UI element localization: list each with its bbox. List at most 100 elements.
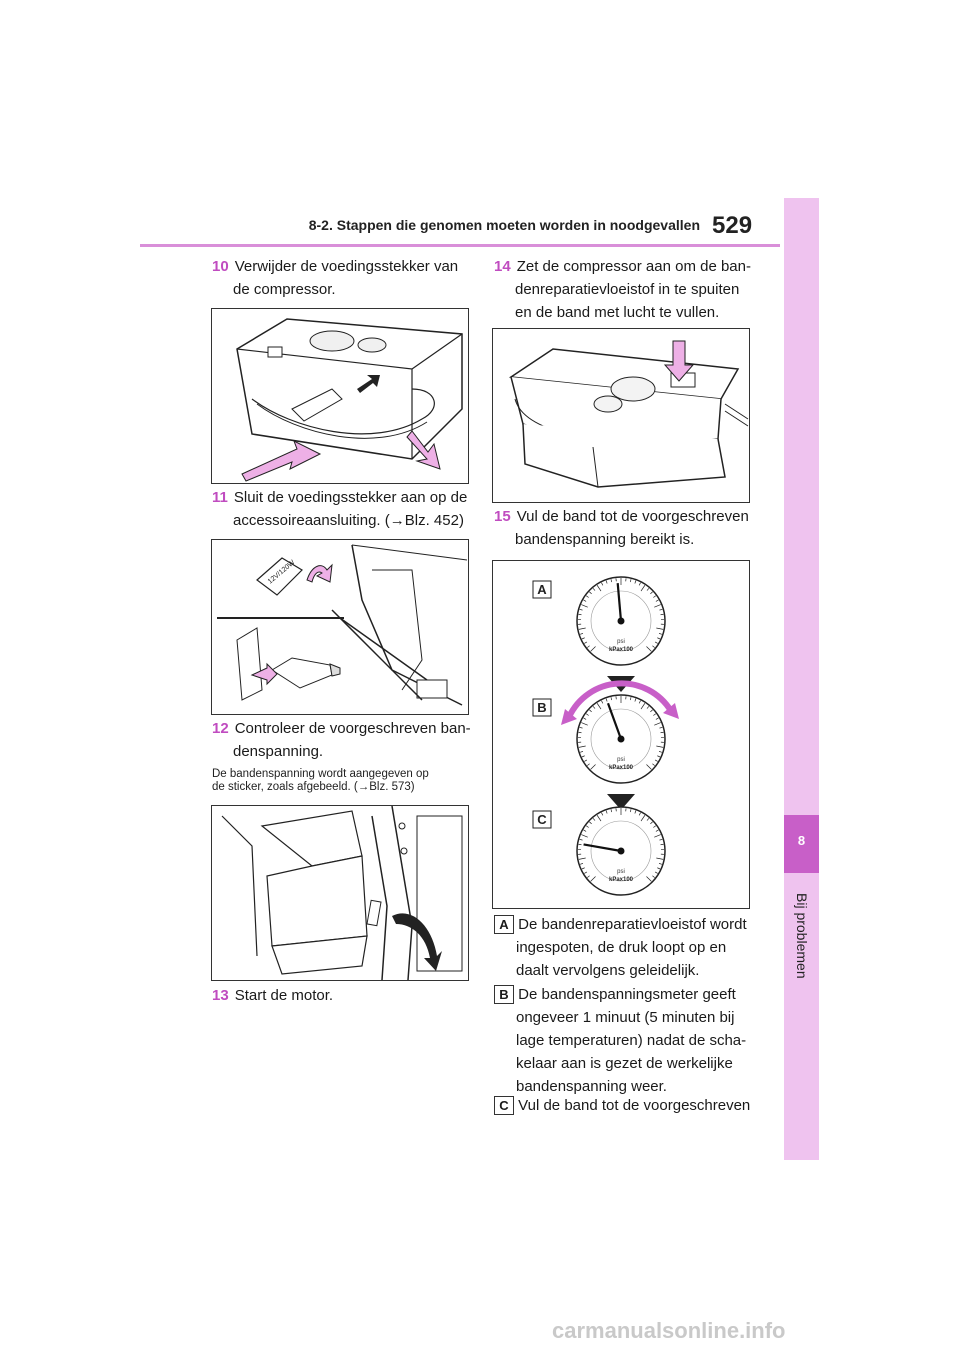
gauge-hub [617, 847, 625, 855]
label-line: ingespoten, de druk loopt op en [516, 939, 727, 956]
chapter-number: 8 [797, 833, 806, 848]
note-line: de sticker, zoals afgebeeld. (→Blz. 573) [212, 781, 415, 793]
gauge-tick [658, 863, 663, 865]
gauge-tick [592, 588, 596, 591]
step-number: 12 [212, 720, 229, 737]
gauge-tick [638, 582, 641, 586]
figure-compressor-unplug [211, 308, 469, 484]
gauge-tick [659, 608, 663, 611]
gauge-tick [657, 867, 661, 870]
label-line: lage temperaturen) nadat de scha- [516, 1032, 747, 1049]
gauge-tick [586, 825, 589, 828]
gauge-tick [596, 815, 602, 822]
gauge-tick [583, 599, 587, 602]
gauge-tick [640, 703, 646, 710]
gauge-tick [587, 763, 590, 766]
gauge-unit-psi: psi [617, 757, 625, 763]
gauge-tick [610, 809, 613, 813]
gauge-tick [605, 810, 608, 814]
gauge-label-box [532, 698, 552, 717]
gauge-tick [646, 588, 650, 591]
step-text-line: bandenspanning bereikt is. [515, 531, 695, 548]
gauge-tick [584, 641, 588, 644]
gauge-tick [579, 726, 583, 729]
gauge-tick [589, 709, 592, 713]
gauge-tick [654, 604, 661, 608]
label-b-badge: B [494, 985, 514, 1004]
sweep-arrow-icon [561, 709, 577, 725]
gauge-tick [634, 810, 637, 814]
gauge-tick [581, 637, 585, 640]
gauge-unit-kpa: kPax100 [609, 877, 634, 883]
gauge-tick [587, 875, 590, 878]
gauge-tick [589, 591, 592, 595]
gauge-tick [579, 838, 583, 841]
gauge-tick [657, 637, 661, 640]
gauge-tick [589, 821, 592, 825]
gauge-tick [656, 627, 664, 630]
gauge-tick [596, 585, 602, 592]
label-a-badge: A [494, 915, 514, 934]
chapter-tab-marker [784, 815, 819, 873]
step-number: 11 [212, 489, 228, 506]
gauge-tick [646, 706, 650, 709]
gauge-tick [658, 633, 663, 635]
gauge-tick [581, 755, 585, 758]
gauge-tick [584, 759, 588, 762]
gauge-tick [657, 755, 661, 758]
watermark: carmanualsonline.info [552, 1318, 786, 1343]
gauge-tick [640, 585, 646, 592]
gauge-tick [646, 764, 652, 770]
gauge-tick [629, 697, 632, 701]
gauge-tick [579, 633, 584, 635]
gauge-tick [652, 875, 655, 878]
step-text-line: Vul de band tot de voorgeschreven [516, 508, 749, 525]
gauge-tick [578, 857, 586, 860]
gauge-unit-kpa: kPax100 [609, 647, 634, 653]
gauge-label-box [532, 580, 552, 599]
gauge-tick [634, 698, 637, 702]
gauge-hub [617, 735, 625, 743]
gauge-unit-kpa: kPax100 [609, 765, 634, 771]
figure-accessory-socket: 12V/120W [211, 539, 469, 715]
step-text-line: Verwijder de voedingsstekker van [234, 258, 459, 275]
step-text-line: Controleer de voorgeschreven ban- [234, 720, 471, 737]
gauge-tick [659, 726, 663, 729]
step-text-line: Start de motor. [234, 987, 334, 1004]
gauge-tick [646, 818, 650, 821]
label-line: Vul de band tot de voorgeschreven [518, 1097, 751, 1114]
gauge-tick [581, 867, 585, 870]
gauge-tick [590, 646, 596, 652]
gauge-tick [659, 838, 663, 841]
gauge-tick [629, 579, 632, 583]
label-line: ongeveer 1 minuut (5 minuten bij [516, 1009, 735, 1026]
label-a-block: A De bandenreparatievloeistof wordt inge… [494, 913, 764, 982]
gauge-tick [583, 829, 587, 832]
gauge-tick [634, 580, 637, 584]
gauge-tick [650, 821, 653, 825]
gauge-tick [601, 812, 604, 816]
step-text-line: en de band met lucht te vullen. [515, 304, 720, 321]
gauge-inner-ring [590, 820, 652, 882]
gauge-label: C [537, 812, 547, 827]
gauge-label: A [537, 582, 547, 597]
gauge-tick [638, 700, 641, 704]
gauge-tick [590, 764, 596, 770]
gauge-tick [646, 646, 652, 652]
gauge-tick [658, 751, 663, 753]
step-number: 14 [494, 258, 511, 275]
gauge-inner-ring [590, 708, 652, 770]
gauge-tick [605, 580, 608, 584]
chapter-tab [784, 198, 819, 1160]
gauge-tick [655, 599, 659, 602]
gauge-tick [590, 876, 596, 882]
gauge-tick [586, 595, 589, 598]
gauge-tick [655, 717, 659, 720]
gauge-tick [579, 863, 584, 865]
label-b-block: B De bandenspanningsmeter geeft ongeveer… [494, 983, 764, 1098]
